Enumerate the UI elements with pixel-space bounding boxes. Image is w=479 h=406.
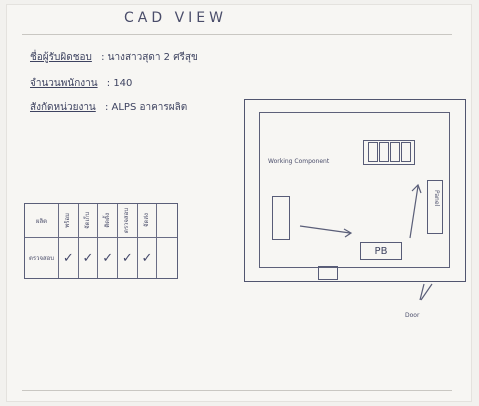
rack-group	[363, 140, 415, 165]
entrance	[318, 266, 338, 280]
arrow-line	[409, 185, 419, 239]
side-panel	[427, 180, 443, 234]
field-label: จำนวนพนักงาน	[30, 78, 98, 89]
check-mark: ✓	[79, 238, 99, 278]
table-row-label: ตรวจสอบ	[25, 238, 59, 278]
check-mark: ✓	[59, 238, 79, 278]
callout-line	[419, 283, 425, 301]
rule-line	[22, 390, 452, 391]
side-panel-label: Panel	[433, 190, 440, 207]
field-staff-count: จำนวนพนักงาน : 140	[30, 76, 132, 91]
table-empty-cell	[157, 204, 177, 238]
field-label: ชื่อผู้รับผิดชอบ	[30, 52, 92, 63]
table-header-cell: ผลิต	[25, 204, 59, 238]
floor-plan-outer	[244, 99, 466, 282]
check-mark: ✓	[98, 238, 118, 278]
pb-label: PB	[374, 245, 388, 257]
callout-line	[420, 283, 433, 301]
rack-unit	[379, 142, 389, 162]
table-column-header: ตรวจสอบ	[117, 204, 138, 238]
field-label: สังกัดหน่วยงาน	[30, 102, 96, 113]
table-column-header: ติดตั้ง	[98, 204, 118, 238]
table-column-header: จัดเก็บ	[78, 204, 99, 238]
field-value: : ALPS อาคารผลิต	[104, 102, 188, 113]
check-mark: ✓	[138, 238, 158, 278]
field-value: : นางสาวสุดา 2 ศรีสุข	[101, 52, 198, 63]
rack-unit	[401, 142, 411, 162]
pb-box: PB	[360, 242, 402, 260]
rack-unit	[390, 142, 400, 162]
table-column-header: จัดส่ง	[137, 204, 158, 238]
table-column-header: พร้อม	[59, 204, 79, 238]
arrow-head	[411, 183, 422, 194]
page-title: CAD VIEW	[124, 10, 227, 26]
rule-line	[22, 34, 452, 35]
checklist-table: ผลิต พร้อม จัดเก็บ ติดตั้ง ตรวจสอบ จัดส่…	[24, 203, 178, 279]
arrow-head	[343, 228, 353, 238]
floor-plan-inner	[259, 112, 450, 268]
check-mark: ✓	[118, 238, 138, 278]
door-label: Door	[405, 312, 420, 319]
field-value: : 140	[106, 78, 133, 89]
field-responsible: ชื่อผู้รับผิดชอบ : นางสาวสุดา 2 ศรีสุข	[30, 50, 198, 65]
arrow-line	[299, 225, 351, 234]
rack-unit	[368, 142, 378, 162]
area-label: Working Component	[268, 158, 330, 165]
work-table	[272, 196, 290, 240]
field-department: สังกัดหน่วยงาน : ALPS อาคารผลิต	[30, 100, 187, 115]
